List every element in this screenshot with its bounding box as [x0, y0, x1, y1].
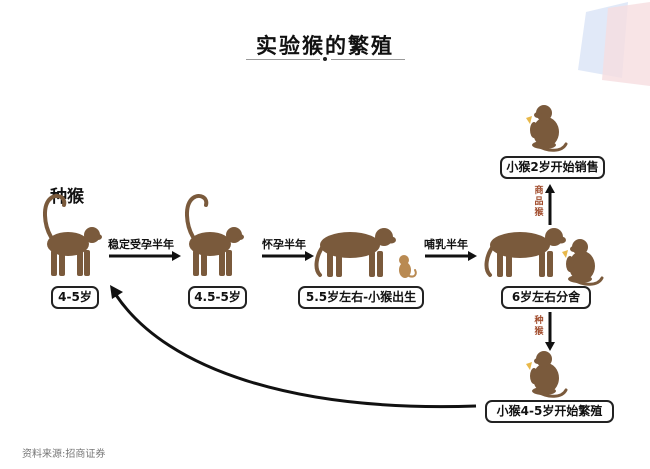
mother-monkey-icon: [314, 226, 398, 279]
transition-pregnancy: 怀孕半年: [262, 238, 306, 251]
stage-label-6-separation: 6岁左右分舍: [501, 286, 591, 309]
arrow-down-to-breeding: [545, 312, 555, 351]
decorative-corner-graphic: [578, 2, 650, 86]
nursing-mother-monkey-icon: [484, 226, 568, 279]
title-underline-left: [246, 59, 320, 60]
title-underline-dot: [323, 57, 327, 61]
title-underline-right: [331, 59, 405, 60]
return-cycle-arrow: [110, 285, 477, 409]
transition-stable-conception: 稳定受孕半年: [108, 238, 174, 251]
stage-label-4_5-5: 4.5-5岁: [188, 286, 247, 309]
arrow-up-to-sale: [545, 184, 555, 225]
baby-monkey-icon: [398, 254, 417, 279]
stage-label-sale: 小猴2岁开始销售: [500, 156, 605, 179]
page-title: 实验猴的繁殖: [256, 34, 394, 58]
young-monkey-icon: [560, 237, 604, 286]
transition-commercial-monkey: 商品猴: [534, 186, 544, 218]
stage-label-breeding-start: 小猴4-5岁开始繁殖: [485, 400, 614, 423]
transition-breeder-monkey: 种猴: [534, 316, 544, 337]
arrow-3: [425, 251, 477, 261]
breeder-monkey-icon: [42, 193, 104, 278]
sale-monkey-icon: [524, 103, 568, 152]
arrow-1: [109, 251, 181, 261]
stage-label-4-5: 4-5岁: [51, 286, 99, 309]
breeding-young-monkey-icon: [524, 349, 568, 398]
source-note: 资料来源:招商证券: [22, 449, 106, 460]
stage-label-5_5-birth: 5.5岁左右-小猴出生: [298, 286, 424, 309]
transition-nursing: 哺乳半年: [424, 238, 468, 251]
pregnant-monkey-icon: [184, 193, 246, 278]
breeder-heading: 种猴: [50, 187, 84, 207]
arrow-2: [262, 251, 314, 261]
